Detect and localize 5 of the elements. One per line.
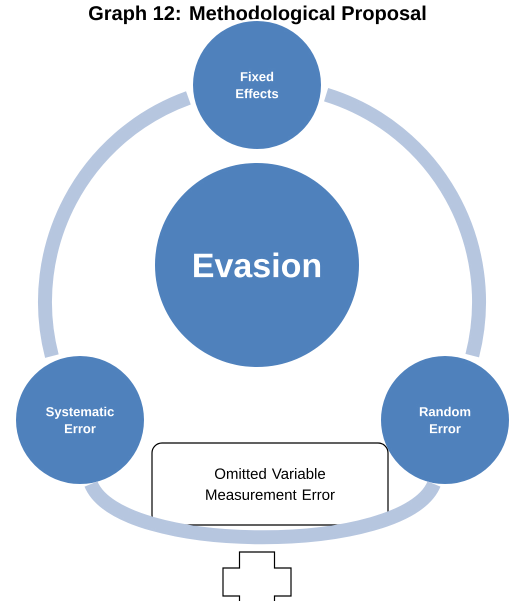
ring-segment [38, 91, 192, 358]
cross-shape [222, 551, 292, 601]
ring-segment [85, 480, 440, 544]
text-box: Omitted Variable Measurement Error [151, 442, 389, 526]
ring-segment [324, 88, 486, 357]
